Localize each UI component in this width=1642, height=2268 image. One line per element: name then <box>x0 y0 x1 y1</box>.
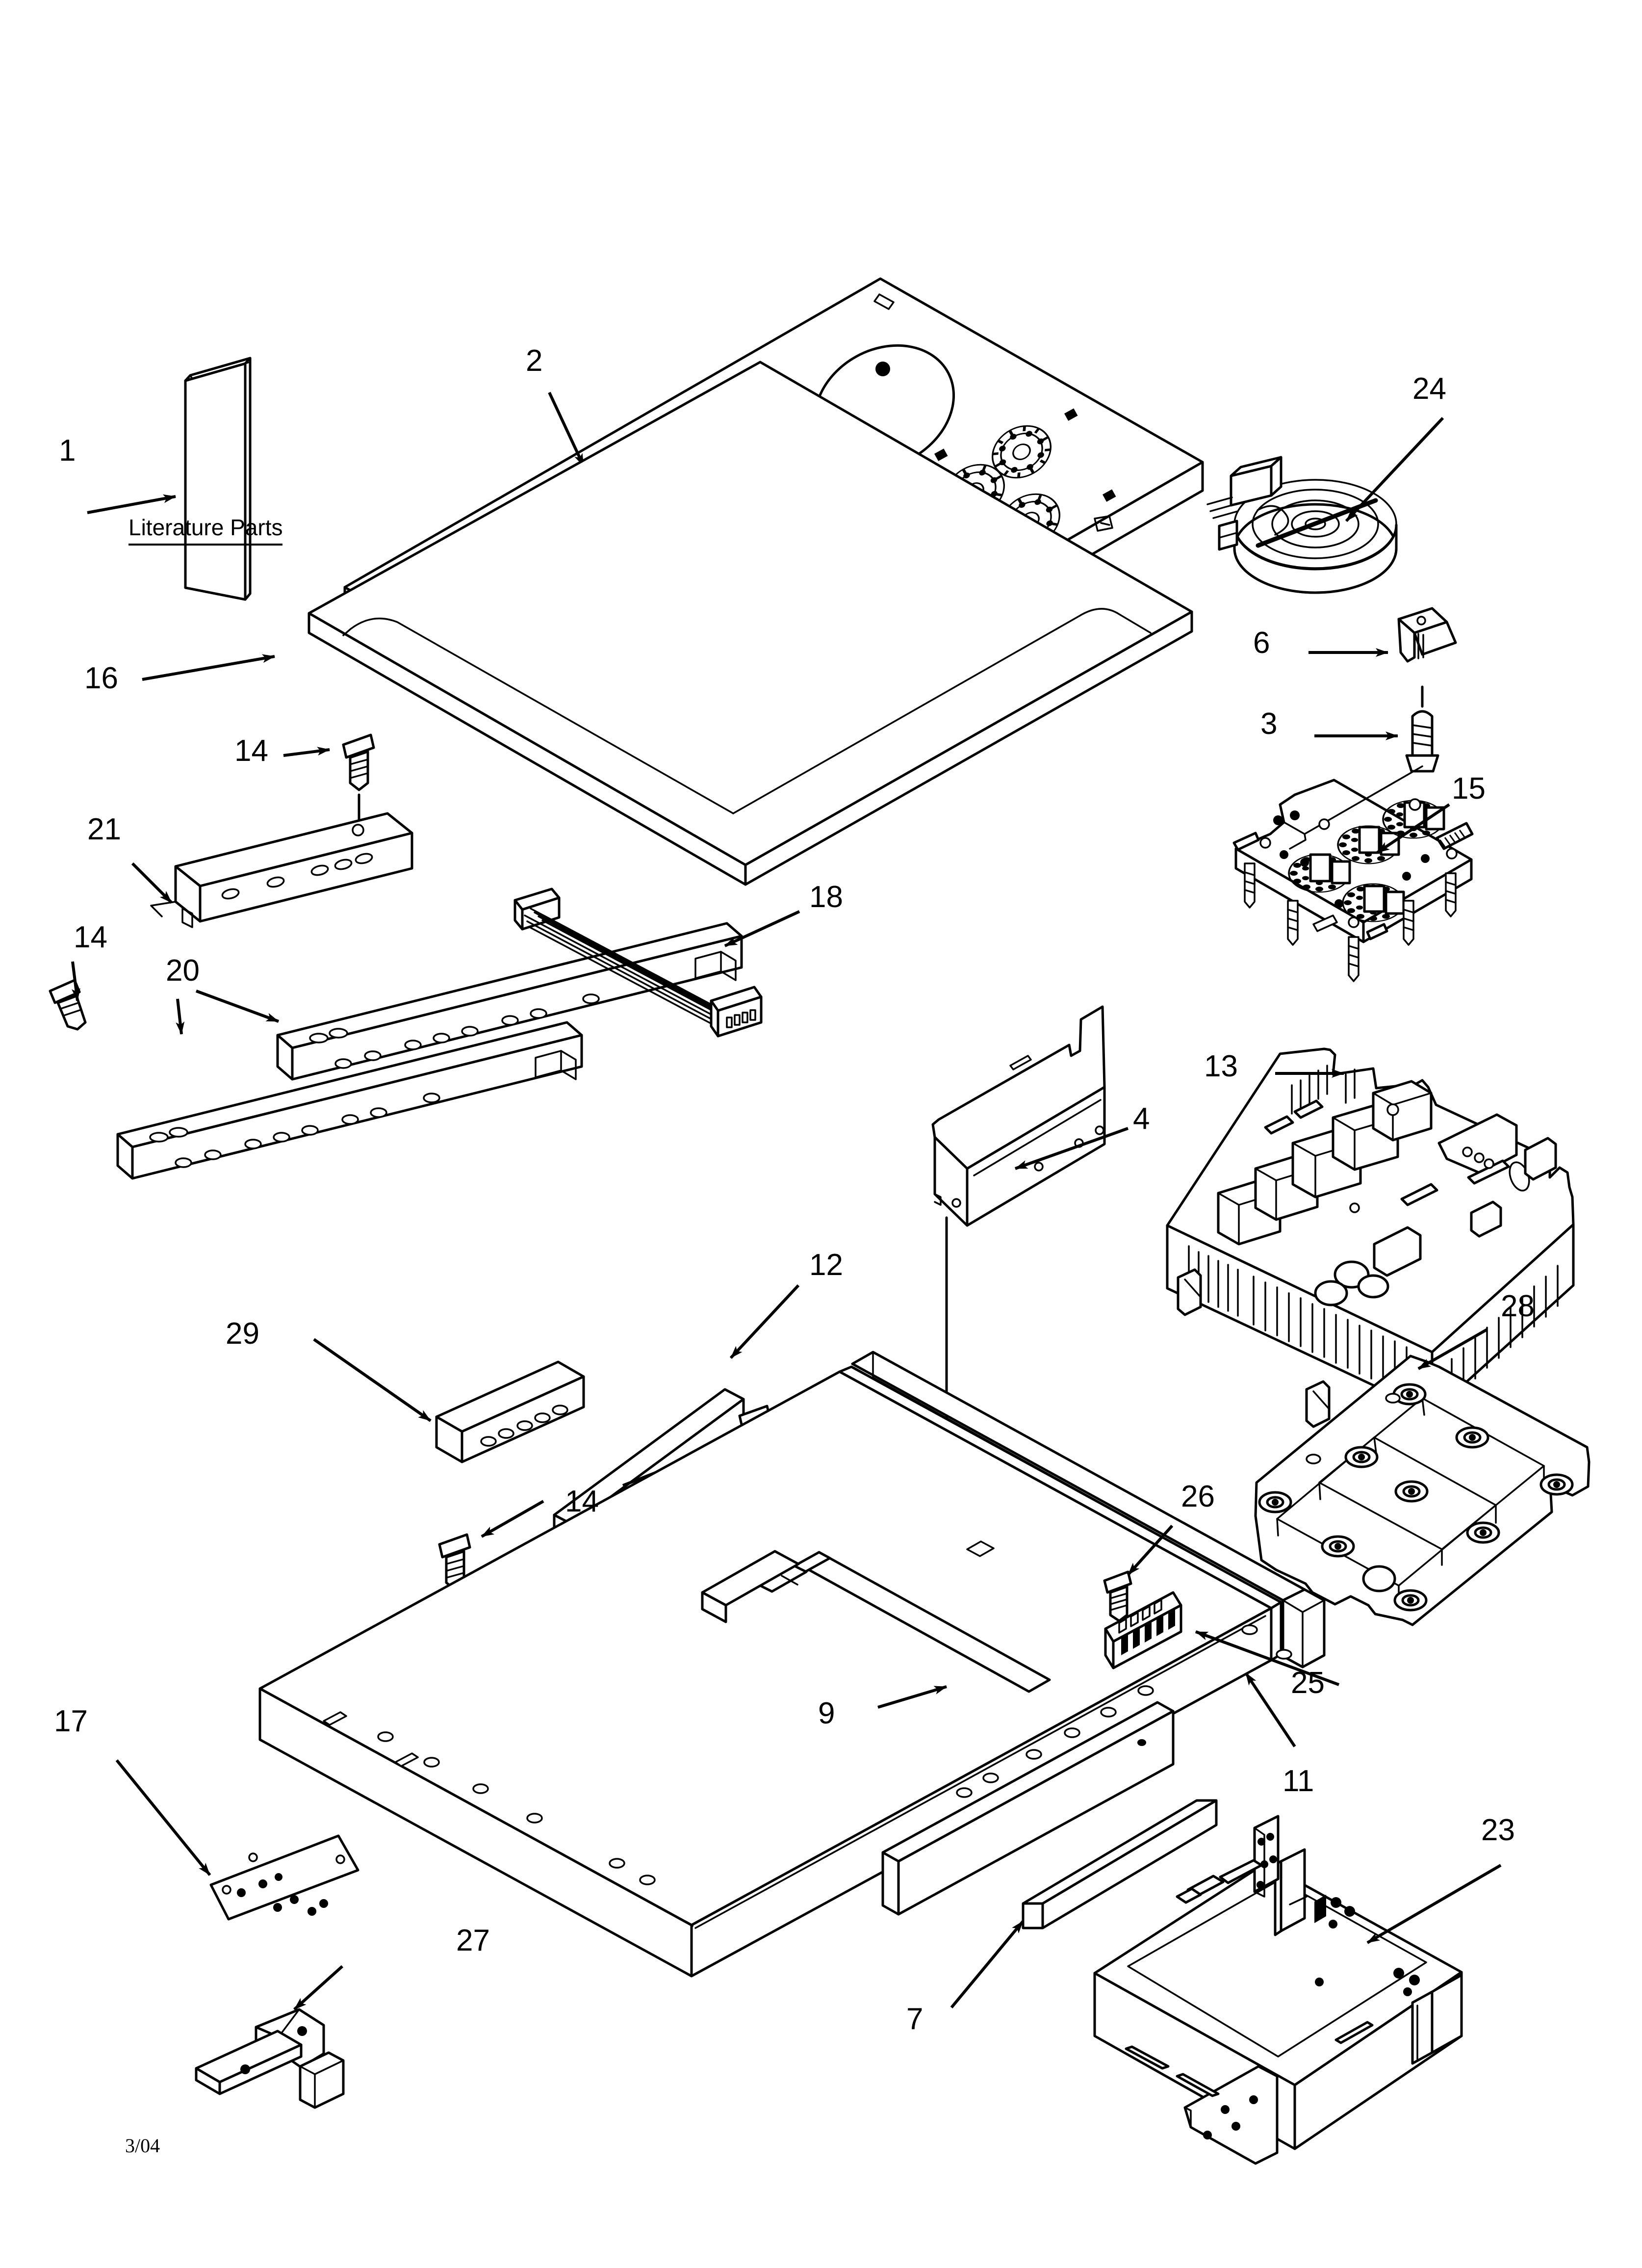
part-screw-14-top <box>342 733 375 791</box>
callout-23: 23 <box>1481 1813 1515 1847</box>
callout-9: 9 <box>818 1696 835 1730</box>
literature-parts-caption: Literature Parts <box>128 514 283 546</box>
callout-6: 6 <box>1253 626 1270 660</box>
callout-14-left: 14 <box>74 920 107 954</box>
part-retaining-clip <box>1397 607 1457 663</box>
callout-14-center: 14 <box>565 1485 599 1518</box>
callout-16: 16 <box>84 661 118 695</box>
callout-3: 3 <box>1260 707 1278 741</box>
part-surface-heating-element <box>1206 456 1398 594</box>
part-perforated-channel-29 <box>435 1360 585 1463</box>
callout-4: 4 <box>1133 1102 1150 1136</box>
callout-1: 1 <box>59 434 76 468</box>
callout-11: 11 <box>1283 1764 1314 1798</box>
callout-13: 13 <box>1204 1049 1238 1083</box>
part-junction-box-23 <box>1093 1815 1463 2165</box>
part-chassis-frame-11 <box>258 1351 1326 1978</box>
callout-21: 21 <box>87 812 121 846</box>
callout-15: 15 <box>1452 772 1486 806</box>
part-mounting-plate-17 <box>209 1834 359 1921</box>
part-screw-14-left <box>49 979 87 1031</box>
date-stamp: 3/04 <box>125 2135 160 2157</box>
part-cooktop-trim-panel <box>308 361 1193 886</box>
callout-17: 17 <box>54 1704 88 1738</box>
callout-18: 18 <box>809 880 843 914</box>
callout-28: 28 <box>1501 1289 1535 1323</box>
part-ribbon-wire-harness <box>513 887 763 1038</box>
part-screw-3 <box>1405 710 1439 773</box>
callout-2: 2 <box>526 344 543 378</box>
callout-29: 29 <box>226 1317 259 1351</box>
part-trim-channel-7 <box>1022 1799 1218 1929</box>
part-angle-bracket-27 <box>195 2008 345 2109</box>
callout-24: 24 <box>1412 372 1446 406</box>
part-support-bracket-21 <box>150 812 413 928</box>
part-rail-20 <box>116 922 743 1180</box>
part-heat-shield-4 <box>931 1005 1106 1576</box>
part-literature-manual <box>184 357 252 601</box>
callout-25: 25 <box>1291 1666 1325 1700</box>
callout-27: 27 <box>456 1924 490 1957</box>
callout-14-top: 14 <box>234 734 268 768</box>
part-terminal-block-25 <box>1104 1591 1182 1669</box>
callout-12: 12 <box>809 1248 843 1282</box>
part-switch-control-board <box>1232 765 1474 982</box>
callout-20: 20 <box>166 954 200 988</box>
callout-26: 26 <box>1181 1480 1215 1513</box>
callout-7: 7 <box>906 2002 924 2036</box>
part-mounting-plate-28 <box>1254 1355 1591 1626</box>
part-electronic-control-board <box>1166 1047 1575 1428</box>
